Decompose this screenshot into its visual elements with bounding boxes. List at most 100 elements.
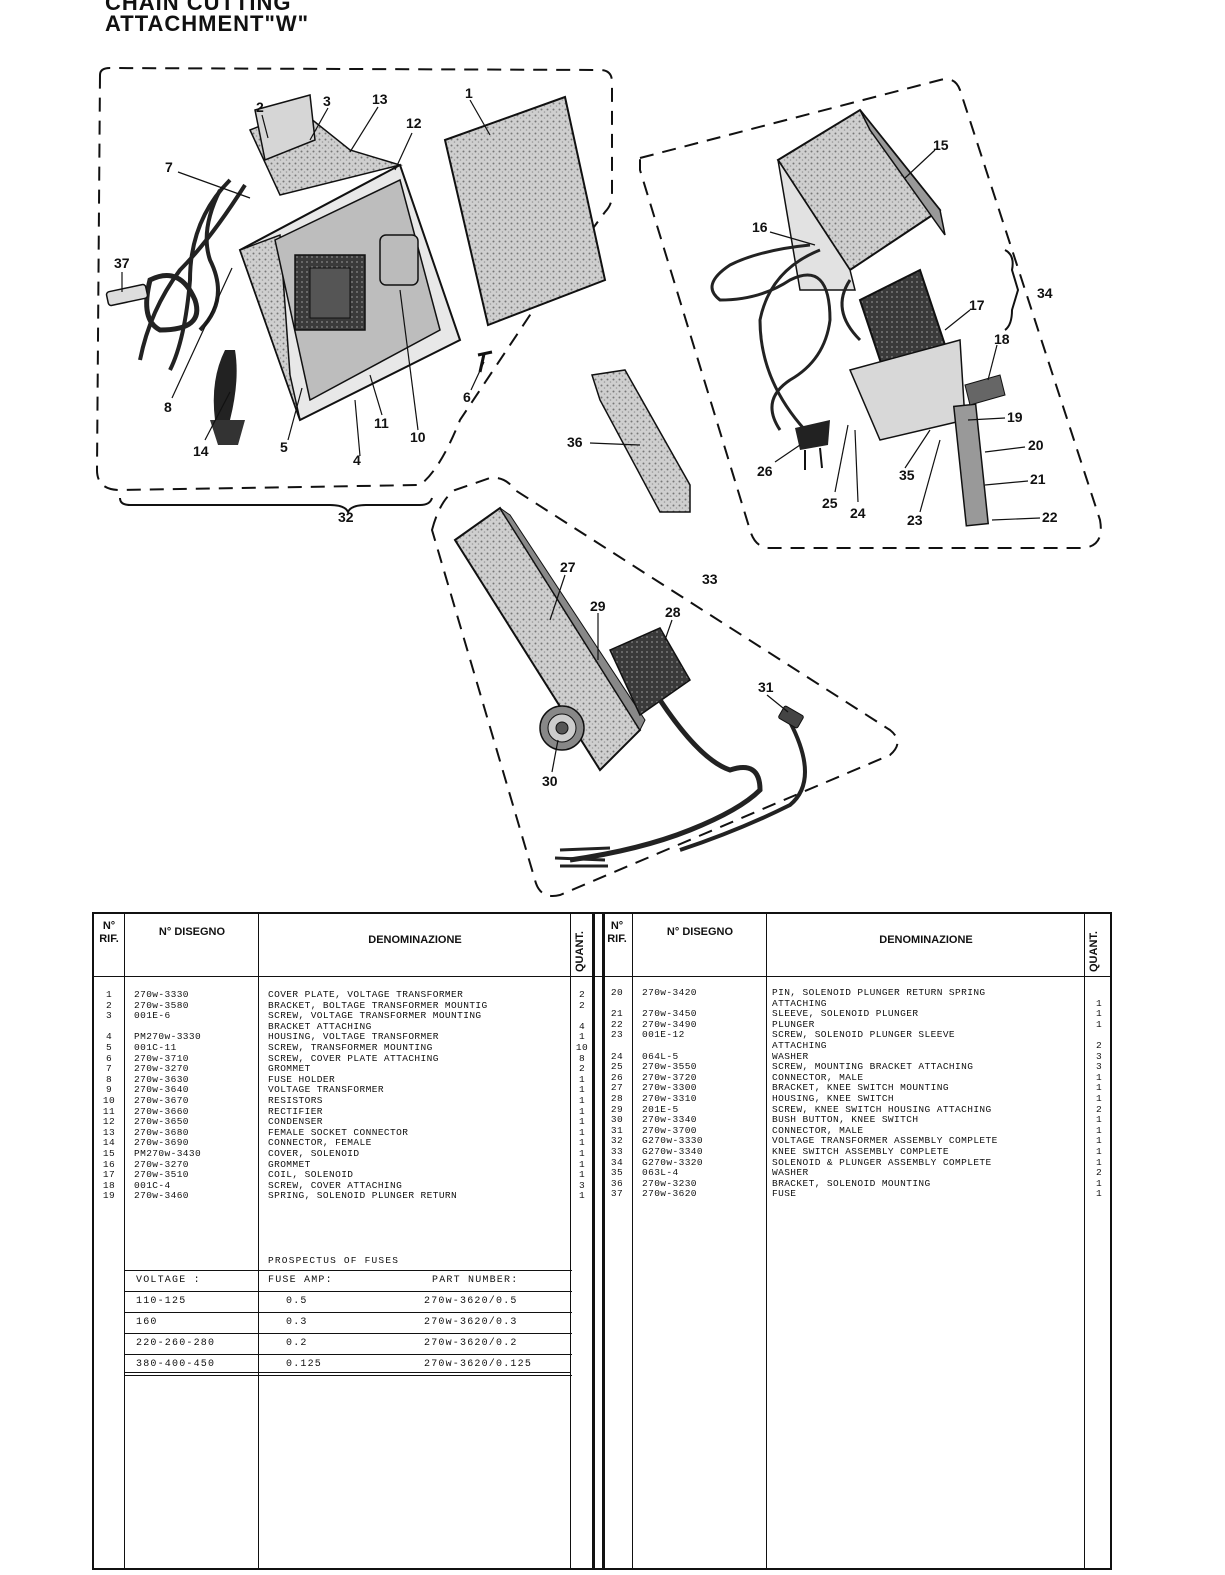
table-cell-quant: 1 [1095,1124,1103,1136]
table-cell-rif: 3 [105,1010,113,1022]
table-cell-rif: 9 [105,1084,113,1096]
table-cell-denominazione: SCREW, SOLENOID PLUNGER SLEEVE [772,1029,956,1041]
col-divider [602,914,605,1568]
exploded-parts-diagram: 1 2 3 4 5 6 7 8 10 11 12 13 14 15 16 17 … [95,66,1102,897]
table-cell-disegno: 063L-4 [642,1167,679,1179]
fuse-table: VOLTAGE : FUSE AMP: PART NUMBER: 110-125… [124,1270,572,1376]
table-cell-denominazione: RECTIFIER [268,1105,323,1117]
table-cell-denominazione: HOUSING, KNEE SWITCH [772,1092,895,1104]
table-cell-rif: 32 [610,1135,624,1147]
table-cell-disegno: 270w-3580 [134,999,189,1011]
table-cell-disegno: 270w-3300 [642,1082,697,1094]
table-cell-quant: 1 [578,1190,586,1202]
table-cell-denominazione: HOUSING, VOLTAGE TRANSFORMER [268,1031,439,1043]
fuse-part: 270w-3620/0.5 [424,1296,518,1307]
callout-33-leader: 33 [702,571,718,587]
table-cell-denominazione: SCREW, KNEE SWITCH HOUSING ATTACHING [772,1103,992,1115]
table-cell-disegno: 270w-3330 [134,989,189,1000]
table-cell-quant: 1 [1095,997,1103,1009]
table-cell-denominazione: WASHER [772,1050,809,1062]
title-line-2: ATTACHMENT"W" [105,11,310,36]
fuse-row: 110-125 0.5 270w-3620/0.5 [124,1292,572,1313]
table-cell-rif: 23 [610,1029,624,1041]
table-cell-denominazione: COVER PLATE, VOLTAGE TRANSFORMER [268,989,464,1000]
table-cell-disegno: 270w-3630 [134,1073,189,1085]
table-cell-rif: 33 [610,1145,624,1157]
table-cell-denominazione: FUSE HOLDER [268,1073,336,1085]
table-cell-denominazione: RESISTORS [268,1094,323,1106]
table-cell-disegno: 270w-3550 [642,1061,697,1073]
table-cell-quant: 3 [578,1179,586,1191]
header-disegno-right: N° DISEGNO [666,926,734,938]
table-cell-disegno: 270w-3660 [134,1105,189,1117]
table-cell-rif: 30 [610,1114,624,1126]
table-cell-quant: 2 [1095,1167,1103,1179]
table-cell-quant: 8 [578,1052,586,1064]
table-cell-denominazione: WASHER [772,1167,809,1179]
table-cell-disegno: PM270w-3430 [134,1147,202,1159]
table-cell-denominazione: BRACKET, KNEE SWITCH MOUNTING [772,1082,949,1094]
header-quant: QUANT. [574,931,586,972]
fuse-voltage: 110-125 [136,1296,187,1307]
page-title: CHAIN CUTTING ATTACHMENT"W" [105,0,310,36]
table-cell-rif: 24 [610,1050,624,1062]
callout-14: 14 [193,443,209,459]
table-cell-denominazione: ATTACHING [772,997,827,1009]
fuse-amp: 0.5 [286,1296,308,1307]
table-cell-quant: 2 [578,1063,586,1075]
fuse-voltage: 220-260-280 [136,1338,216,1349]
table-cell-disegno: G270w-3340 [642,1145,704,1157]
solenoid-assembly-drawing [710,108,1006,527]
table-cell-quant: 10 [575,1041,589,1053]
header-divider [94,976,1110,977]
table-cell-denominazione: VOLTAGE TRANSFORMER [268,1084,384,1096]
parts-table: N° RIF. N° DISEGNO DENOMINAZIONE QUANT. … [92,912,1112,1570]
table-cell-quant: 1 [1095,1018,1103,1030]
callout-30: 30 [542,773,558,789]
col-divider [766,914,767,1568]
callout-12: 12 [406,115,422,131]
table-cell-quant: 1 [1095,1177,1103,1189]
table-cell-denominazione: SPRING, SOLENOID PLUNGER RETURN [268,1190,458,1202]
table-cell-quant: 1 [578,1116,586,1128]
table-cell-denominazione: CONNECTOR, MALE [772,1124,864,1136]
table-cell-quant: 2 [1095,1103,1103,1115]
callout-36: 36 [567,434,583,450]
table-cell-disegno: 270w-3680 [134,1126,189,1138]
table-cell-quant: 1 [578,1126,586,1138]
fuse-header-part: PART NUMBER: [432,1275,519,1286]
fuse-table-bottom-rule [124,1372,570,1373]
table-cell-rif: 2 [105,999,113,1011]
table-cell-quant: 2 [1095,1039,1103,1051]
table-cell-disegno: 001C-4 [134,1179,171,1191]
table-cell-quant: 1 [1095,1008,1103,1020]
fuse-amp: 0.3 [286,1317,308,1328]
table-cell-disegno: 270w-3490 [642,1018,697,1030]
table-cell-disegno: 270w-3310 [642,1092,697,1104]
table-cell-disegno: 001E-6 [134,1010,171,1022]
table-cell-disegno: 270w-3270 [134,1158,189,1170]
knee-switch-drawing [453,506,807,868]
fuse-row: 380-400-450 0.125 270w-3620/0.125 [124,1355,572,1376]
table-cell-disegno: 270w-3710 [134,1052,189,1064]
callout-7: 7 [165,159,173,175]
callout-1: 1 [465,85,473,101]
callout-5: 5 [280,439,288,455]
header-quant-right: QUANT. [1088,931,1100,972]
callout-3: 3 [323,93,331,109]
table-cell-denominazione: BUSH BUTTON, KNEE SWITCH [772,1114,919,1126]
callout-24: 24 [850,505,866,521]
table-cell-denominazione: FEMALE SOCKET CONNECTOR [268,1126,409,1138]
table-cell-denominazione: SCREW, MOUNTING BRACKET ATTACHING [772,1061,974,1073]
table-cell-denominazione: GROMMET [268,1158,311,1170]
table-cell-rif: 28 [610,1092,624,1104]
table-cell-rif: 22 [610,1018,624,1030]
callout-2: 2 [256,99,264,115]
table-cell-denominazione: SCREW, VOLTAGE TRANSFORMER MOUNTING [268,1010,482,1022]
table-cell-quant: 1 [1095,1114,1103,1126]
callout-18: 18 [994,331,1010,347]
table-cell-disegno: G270w-3330 [642,1135,704,1147]
callout-21: 21 [1030,471,1046,487]
